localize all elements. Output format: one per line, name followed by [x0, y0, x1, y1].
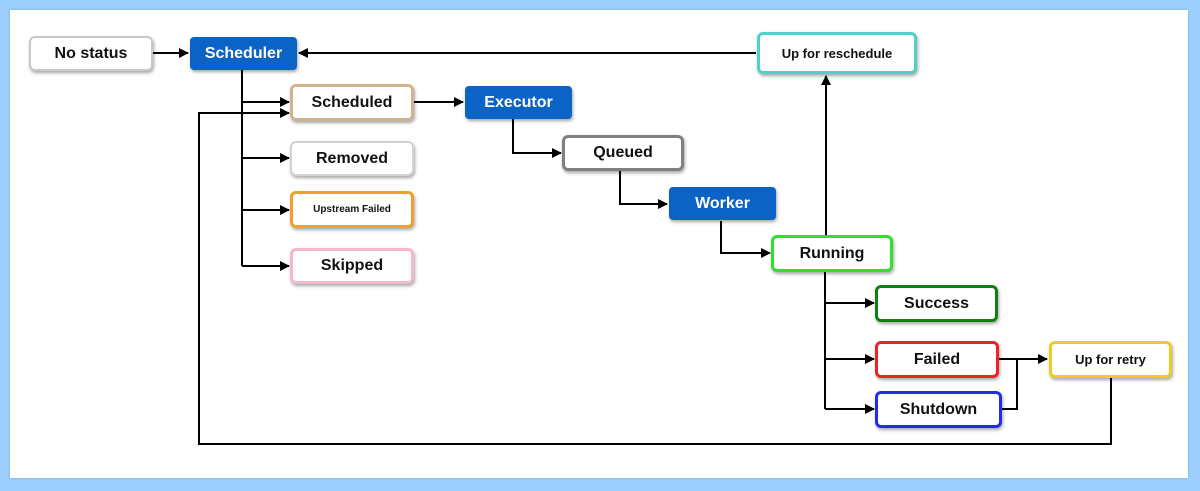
state-skipped: Skipped	[290, 248, 414, 284]
state-success: Success	[875, 285, 998, 322]
state-removed: Removed	[290, 141, 414, 176]
state-failed: Failed	[875, 341, 999, 378]
diagram-canvas: No status Scheduler Up for reschedule Sc…	[10, 10, 1188, 478]
actor-scheduler: Scheduler	[190, 37, 297, 70]
state-scheduled: Scheduled	[290, 84, 414, 121]
state-no-status: No status	[29, 36, 153, 71]
edge-retry-scheduled	[198, 108, 1112, 445]
actor-executor: Executor	[465, 86, 572, 119]
edges-layer	[153, 48, 1112, 445]
state-up-for-retry: Up for retry	[1049, 341, 1172, 378]
state-running: Running	[771, 235, 893, 272]
state-up-for-reschedule: Up for reschedule	[757, 32, 917, 74]
state-shutdown: Shutdown	[875, 391, 1002, 428]
edge-shutdown-retry	[1002, 354, 1048, 410]
state-upstream-failed: Upstream Failed	[290, 191, 414, 228]
state-queued: Queued	[562, 135, 684, 171]
edge-executor-queued	[512, 119, 562, 158]
actor-worker: Worker	[669, 187, 776, 220]
edge-queued-worker	[619, 170, 668, 209]
edge-worker-running	[720, 221, 771, 258]
